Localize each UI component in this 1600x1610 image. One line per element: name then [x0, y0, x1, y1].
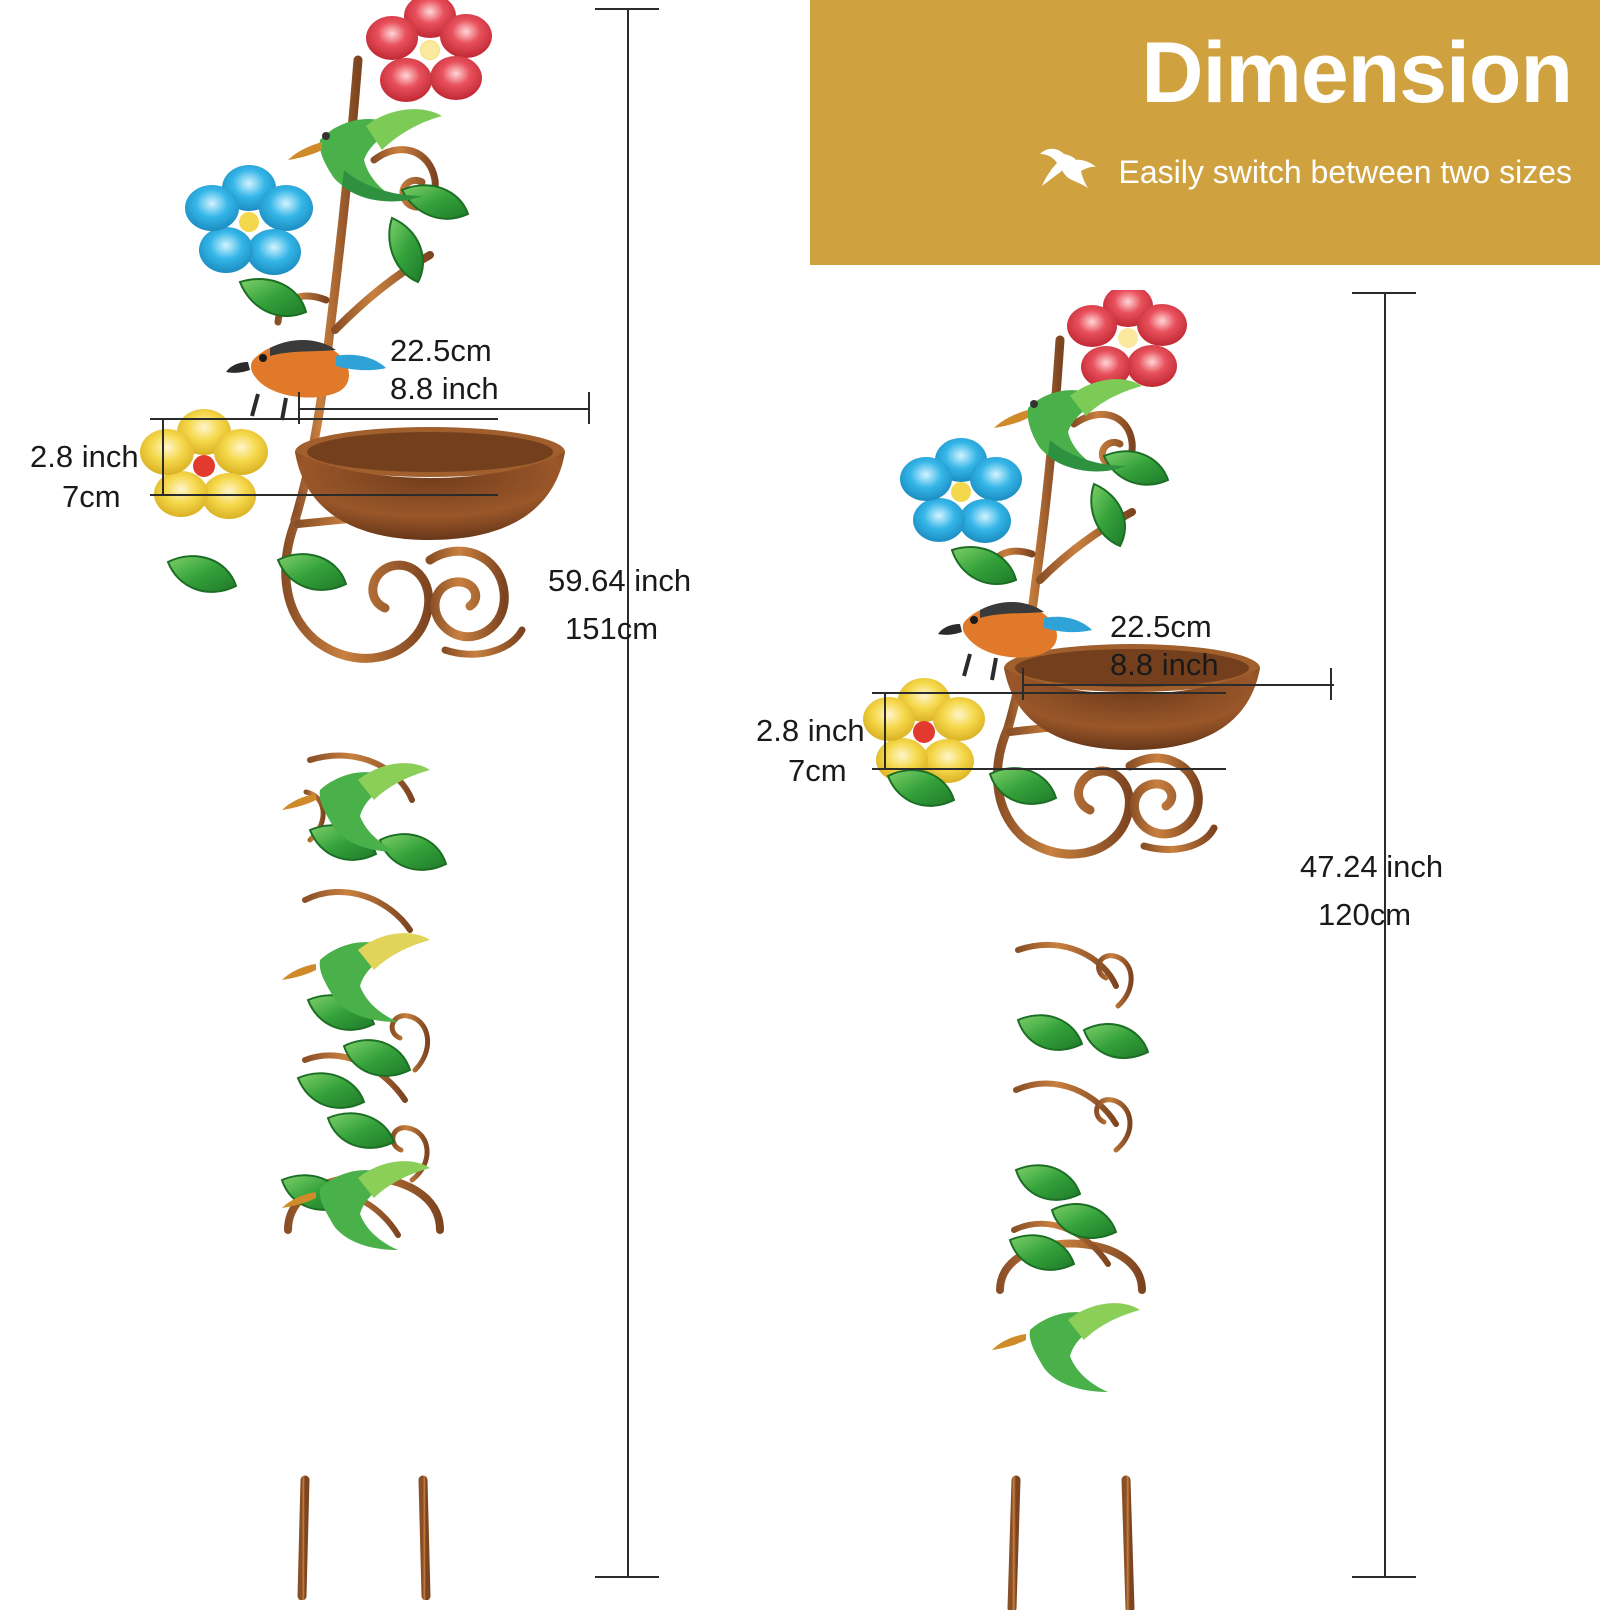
- flower-blue-short: [900, 438, 1022, 543]
- songbird-short: [938, 601, 1092, 681]
- dimension-banner: Dimension Easily switch between two size…: [810, 0, 1600, 265]
- tall-height-cm-label: 151cm: [565, 611, 659, 646]
- leaf-group-tall: [166, 184, 470, 1211]
- short-bowl-depth-rule: [884, 692, 886, 770]
- flower-blue-tall: [185, 165, 313, 275]
- tall-bowl-depth-rule: [162, 418, 164, 496]
- short-stake-illustration: [863, 290, 1260, 1610]
- banner-title: Dimension: [1141, 25, 1573, 121]
- short-height-tick-top: [1352, 292, 1416, 294]
- hummingbird-short-trellis: [992, 1303, 1140, 1392]
- short-bowl-depth-cm-label: 7cm: [788, 753, 847, 788]
- tall-bowl-depth-inch-label: 2.8 inch: [30, 439, 139, 474]
- short-bowl-depth-inch-label: 2.8 inch: [756, 713, 865, 748]
- hummingbird-tall-trellis-3: [282, 1161, 430, 1250]
- tall-bowl-depth-bottom: [150, 494, 498, 496]
- tall-height-inch-label: 59.64 inch: [548, 563, 692, 598]
- bowl-tall: [295, 427, 565, 540]
- hummingbird-tall-trellis-1: [282, 763, 430, 852]
- short-height-inch-label: 47.24 inch: [1300, 849, 1444, 884]
- tall-bowl-depth-cm-label: 7cm: [62, 479, 121, 514]
- tall-bowl-width-rule: [298, 408, 590, 410]
- short-height-cm-label: 120cm: [1318, 897, 1412, 932]
- tall-bowl-width-tick-left: [298, 392, 300, 424]
- flower-red-short: [1067, 290, 1187, 388]
- hummingbird-tall-trellis-2: [282, 933, 430, 1022]
- flower-red-tall: [366, 0, 492, 102]
- tall-stake-illustration: [140, 0, 565, 1600]
- hummingbird-short-top: [994, 379, 1142, 472]
- short-bowl-width-inch-label: 8.8 inch: [1110, 647, 1219, 682]
- short-height-tick-bottom: [1352, 1576, 1416, 1578]
- short-bowl-depth-bottom: [872, 768, 1226, 770]
- hummingbird-tall-top: [288, 109, 442, 202]
- tall-height-rule: [627, 8, 629, 1578]
- tall-bowl-depth-top: [150, 418, 498, 420]
- short-height-rule: [1384, 292, 1386, 1578]
- short-bowl-width-tick-left: [1022, 668, 1024, 700]
- tall-height-tick-bottom: [595, 1576, 659, 1578]
- flower-yellow-tall: [140, 409, 268, 519]
- tall-bowl-width-tick-right: [588, 392, 590, 424]
- tall-bowl-width-inch-label: 8.8 inch: [390, 371, 499, 406]
- short-bowl-depth-top: [872, 692, 1226, 694]
- tall-bowl-width-cm-label: 22.5cm: [390, 333, 492, 368]
- hummingbird-icon: [1034, 144, 1098, 200]
- tall-height-tick-top: [595, 8, 659, 10]
- bowl-short: [1004, 644, 1260, 750]
- short-bowl-width-cm-label: 22.5cm: [1110, 609, 1212, 644]
- short-bowl-width-tick-right: [1330, 668, 1332, 700]
- songbird-tall: [226, 339, 386, 421]
- short-bowl-width-rule: [1022, 684, 1334, 686]
- banner-subtitle: Easily switch between two sizes: [1118, 153, 1572, 190]
- leaf-group-short: [886, 450, 1170, 1271]
